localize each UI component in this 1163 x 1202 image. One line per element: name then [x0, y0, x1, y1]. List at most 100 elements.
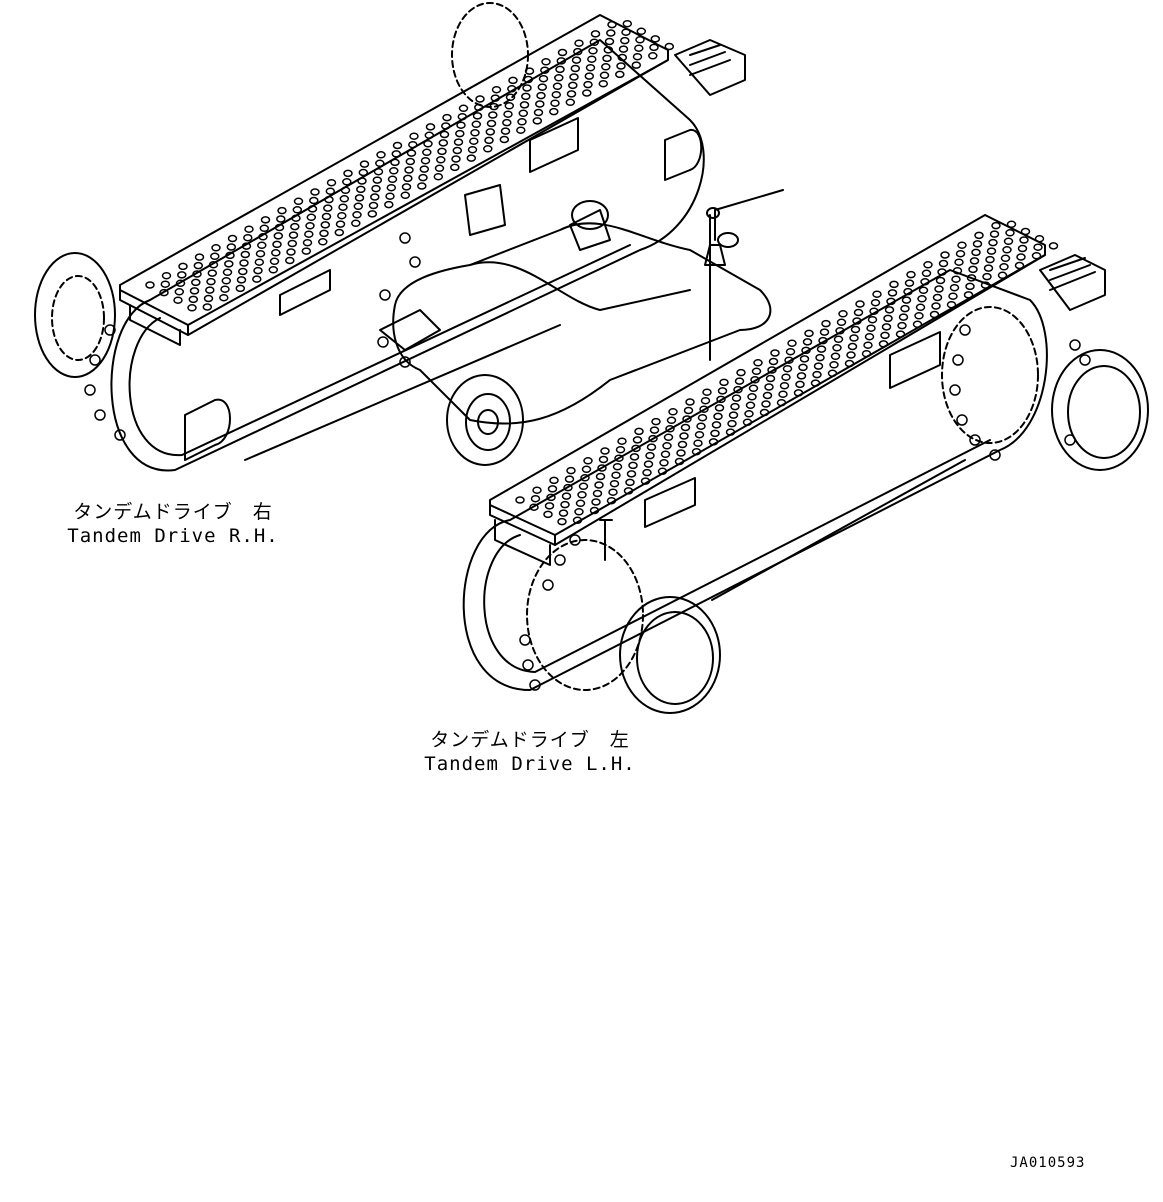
perforation-hole	[516, 497, 524, 503]
perforation-hole	[339, 204, 347, 210]
perforation-hole	[798, 373, 806, 379]
perforation-hole	[420, 166, 428, 172]
perforation-hole	[1006, 230, 1014, 236]
perforation-hole	[1016, 263, 1024, 269]
bolt-head	[953, 355, 963, 365]
perforation-hole	[625, 488, 633, 494]
perforation-hole	[245, 226, 253, 232]
bolt-head	[990, 450, 1000, 460]
perforation-hole	[770, 359, 778, 365]
perforation-hole	[564, 485, 572, 491]
perforation-hole	[676, 459, 684, 465]
perforation-hole	[872, 300, 880, 306]
perforation-hole	[924, 262, 932, 268]
perforation-hole	[476, 96, 484, 102]
perforation-hole	[522, 93, 530, 99]
perforation-hole	[679, 442, 687, 448]
perforation-hole	[938, 269, 946, 275]
perforation-hole	[493, 87, 501, 93]
perforation-hole	[618, 55, 626, 61]
perforation-hole	[615, 455, 623, 461]
perforation-hole	[310, 198, 318, 204]
perforation-hole	[585, 73, 593, 79]
perforation-hole	[599, 81, 607, 87]
perforation-hole	[881, 332, 889, 338]
bolt-head	[970, 435, 980, 445]
perforation-hole	[467, 155, 475, 161]
perforation-hole	[458, 114, 466, 120]
perforation-hole	[584, 82, 592, 88]
bolt-head	[1080, 355, 1090, 365]
perforation-hole	[932, 303, 940, 309]
perforation-hole	[716, 405, 724, 411]
perforation-hole	[731, 404, 739, 410]
perforation-hole	[244, 235, 252, 241]
perforation-hole	[436, 165, 444, 171]
perforation-hole	[590, 39, 598, 45]
perforation-hole	[278, 208, 286, 214]
perforation-hole	[489, 112, 497, 118]
perforation-hole	[796, 381, 804, 387]
perforation-hole	[526, 68, 534, 74]
perforation-hole	[563, 493, 571, 499]
perforation-hole	[344, 170, 352, 176]
perforation-hole	[634, 54, 642, 60]
perforation-hole	[443, 115, 451, 121]
perforation-hole	[503, 120, 511, 126]
perforation-hole	[276, 225, 284, 231]
perforation-hole	[880, 341, 888, 347]
perforation-hole	[335, 230, 343, 236]
perforation-hole	[975, 232, 983, 238]
perforation-hole	[821, 329, 829, 335]
perforation-hole	[948, 302, 956, 308]
perforation-hole	[969, 266, 977, 272]
perforation-hole	[243, 243, 251, 249]
perforation-hole	[453, 148, 461, 154]
perforation-hole	[983, 274, 991, 280]
perforation-hole	[799, 364, 807, 370]
perforation-hole	[358, 178, 366, 184]
perforation-hole	[788, 340, 796, 346]
perforation-hole	[536, 101, 544, 107]
perforation-hole	[767, 376, 775, 382]
perforation-hole	[637, 28, 645, 34]
perforation-hole	[210, 262, 218, 268]
perforation-hole	[883, 324, 891, 330]
perforation-hole	[677, 450, 685, 456]
perforation-hole	[914, 321, 922, 327]
perforation-hole	[720, 379, 728, 385]
perforation-hole	[544, 511, 552, 517]
perforation-hole	[968, 275, 976, 281]
perforation-hole	[992, 223, 1000, 229]
perforation-hole	[934, 295, 942, 301]
perforation-hole	[385, 202, 393, 208]
perforation-hole	[744, 419, 752, 425]
perforation-hole	[779, 391, 787, 397]
perforation-hole	[609, 489, 617, 495]
perforation-hole	[163, 273, 171, 279]
perforation-hole	[652, 419, 660, 425]
perforation-hole	[958, 242, 966, 248]
label-left-en: Tandem Drive L.H.	[424, 753, 636, 775]
perforation-hole	[471, 130, 479, 136]
perforation-hole	[174, 297, 182, 303]
perforation-hole	[255, 259, 263, 265]
perforation-hole	[768, 367, 776, 373]
bolt-head	[570, 535, 580, 545]
perforation-hole	[146, 282, 154, 288]
perforation-hole	[537, 93, 545, 99]
perforation-hole	[852, 327, 860, 333]
bolt-head	[523, 660, 533, 670]
perforation-hole	[538, 84, 546, 90]
perforation-hole	[906, 280, 914, 286]
perforation-hole	[966, 283, 974, 289]
perforation-hole	[781, 383, 789, 389]
perforation-hole	[519, 110, 527, 116]
perforation-hole	[846, 361, 854, 367]
perforation-hole	[221, 286, 229, 292]
perforation-hole	[971, 258, 979, 264]
perforation-hole	[179, 263, 187, 269]
bolt-head	[957, 415, 967, 425]
perforation-hole	[949, 293, 957, 299]
perforation-hole	[646, 453, 654, 459]
